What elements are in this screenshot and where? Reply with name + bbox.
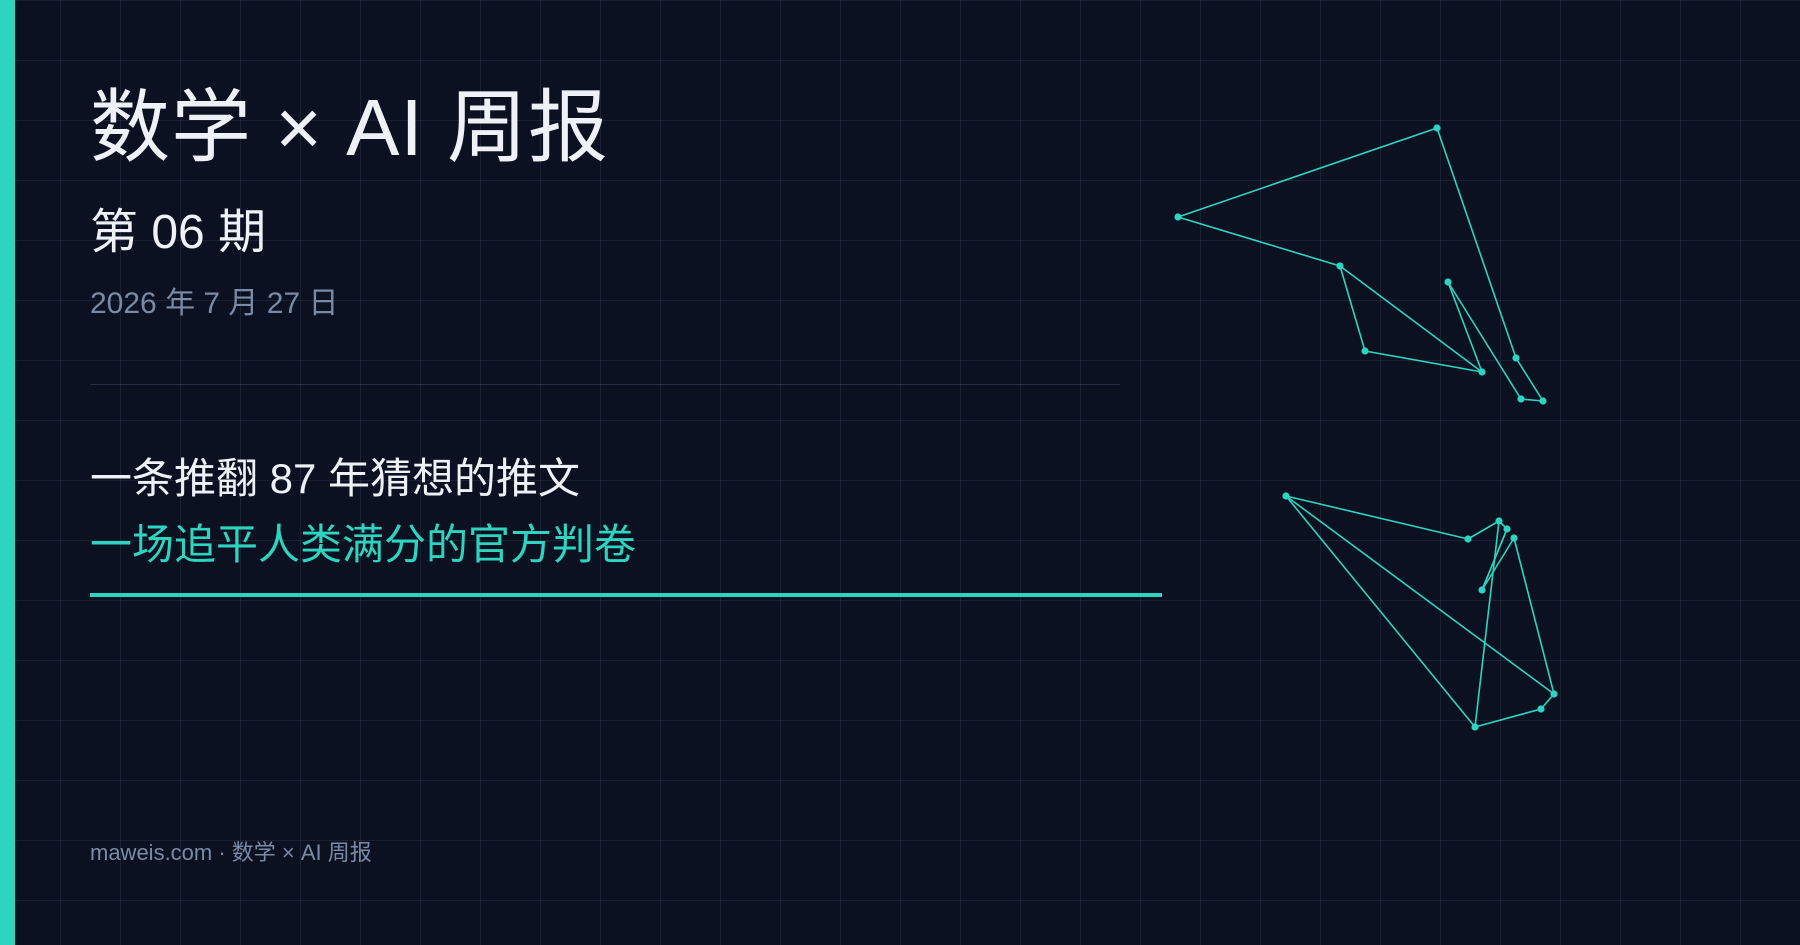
issue-date: 2026 年 7 月 27 日 (90, 287, 339, 320)
network-node (1336, 262, 1344, 270)
network-node (1537, 705, 1545, 713)
divider (90, 384, 1120, 385)
network-edge (1177, 216, 1341, 267)
network-node (1478, 586, 1486, 594)
network-node (1550, 690, 1558, 698)
network-node (1471, 723, 1479, 731)
network-edge (1285, 495, 1555, 695)
network-edge (1339, 265, 1483, 373)
network-edge (1285, 495, 1469, 540)
page-title: 数学 × AI 周报 (90, 83, 609, 172)
headline-underline (90, 593, 1162, 597)
network-node (1478, 368, 1486, 376)
network-node (1433, 124, 1441, 132)
network-node (1503, 525, 1511, 533)
accent-bar (0, 0, 15, 945)
network-edge (1447, 281, 1483, 373)
network-edge (1481, 537, 1515, 591)
network-edge (1474, 708, 1542, 728)
network-edge (1467, 520, 1500, 540)
network-edge (1177, 127, 1438, 218)
network-edge (1364, 350, 1483, 373)
network-lower (1282, 492, 1558, 731)
network-node (1512, 354, 1520, 362)
network-edge (1515, 357, 1544, 402)
footer-text: maweis.com · 数学 × AI 周报 (90, 840, 372, 865)
network-edge (1474, 520, 1500, 728)
network-node (1444, 278, 1452, 286)
network-node (1464, 535, 1472, 543)
network-node (1282, 492, 1290, 500)
network-node (1361, 347, 1369, 355)
network-edge (1513, 537, 1555, 695)
issue-number: 第 06 期 (90, 206, 267, 259)
network-node (1495, 517, 1503, 525)
network-edge (1285, 495, 1476, 728)
headline-secondary: 一场追平人类满分的官方判卷 (90, 521, 637, 568)
network-edge (1436, 127, 1517, 359)
headline-primary: 一条推翻 87 年猜想的推文 (90, 455, 581, 502)
network-edge (1520, 398, 1544, 402)
network-edge (1339, 265, 1366, 352)
network-edge (1447, 281, 1522, 400)
network-node (1174, 213, 1182, 221)
network-edge (1481, 528, 1508, 591)
network-upper (1174, 124, 1547, 405)
network-node (1517, 395, 1525, 403)
network-node (1539, 397, 1547, 405)
network-node (1510, 534, 1518, 542)
